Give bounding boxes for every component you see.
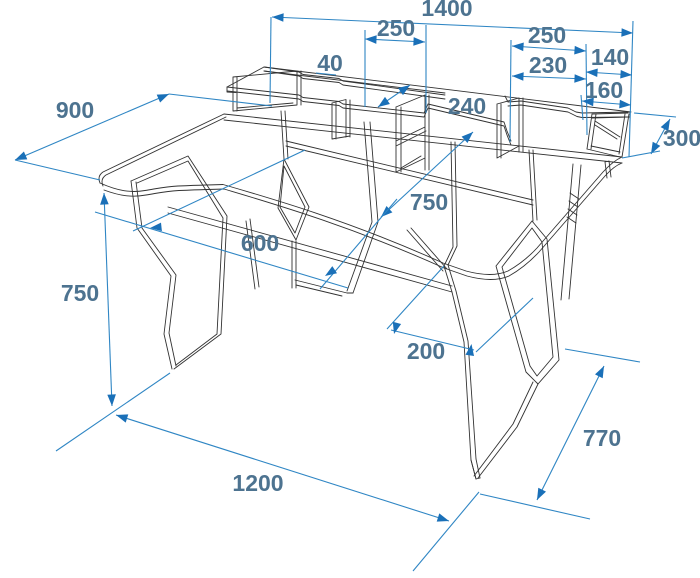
- svg-text:750: 750: [410, 189, 448, 215]
- svg-text:600: 600: [241, 230, 279, 256]
- svg-text:240: 240: [448, 93, 486, 119]
- svg-text:1400: 1400: [421, 0, 472, 21]
- svg-text:200: 200: [407, 338, 445, 364]
- svg-text:160: 160: [585, 77, 623, 103]
- svg-text:140: 140: [591, 44, 629, 70]
- svg-text:300: 300: [663, 125, 700, 151]
- svg-text:230: 230: [529, 52, 567, 78]
- svg-text:40: 40: [317, 50, 343, 76]
- svg-text:750: 750: [61, 280, 99, 306]
- svg-text:250: 250: [528, 22, 566, 48]
- svg-text:900: 900: [56, 97, 94, 123]
- svg-text:1200: 1200: [232, 470, 283, 496]
- svg-text:250: 250: [377, 15, 415, 41]
- svg-text:770: 770: [583, 425, 621, 451]
